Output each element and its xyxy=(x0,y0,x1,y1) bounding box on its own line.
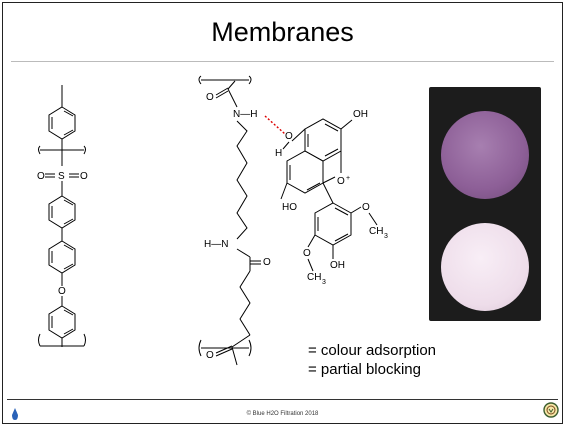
polysulfone-structure xyxy=(38,85,86,347)
clean-membrane-disc xyxy=(441,223,529,311)
title-divider xyxy=(11,61,554,62)
slide: Membranes xyxy=(2,2,563,424)
dye-hydroxyl-h-label: H xyxy=(275,148,282,159)
slide-title: Membranes xyxy=(211,17,354,47)
nylon-carbonyl-mid-o-label: O xyxy=(263,257,271,268)
stained-membrane-disc xyxy=(441,111,529,199)
sulfur-label: S xyxy=(58,171,65,182)
dye-hbond-oxygen-label: O xyxy=(285,131,293,142)
dye-methyl-left-subscript: 3 xyxy=(322,279,326,286)
nylon-nh-top-label: N—H xyxy=(233,109,257,120)
footer-divider xyxy=(7,399,558,400)
footer-copyright: © Blue H2O Filtration 2018 xyxy=(246,411,319,417)
nylon-carbonyl-bottom-o-label: O xyxy=(206,350,214,361)
dye-ring-oxygen-label: O xyxy=(337,176,345,187)
membrane-photo xyxy=(429,87,541,321)
legend-partial-blocking: = partial blocking xyxy=(308,361,421,378)
nylon-carbonyl-top-o-label: O xyxy=(206,92,214,103)
nylon-structure xyxy=(198,75,261,366)
water-drop-icon xyxy=(12,408,18,420)
sulfone-o-left-label: O xyxy=(37,171,45,182)
blue-h2o-logo-icon xyxy=(11,407,39,421)
dye-oh-left-label: HO xyxy=(282,202,297,213)
anthocyanin-dye-structure xyxy=(280,118,378,272)
dye-oh-top-right-label: OH xyxy=(353,109,368,120)
dye-positive-charge-label: + xyxy=(346,175,350,182)
chemical-structures-diagram: O S O O xyxy=(37,75,388,366)
dye-oh-bottom-label: OH xyxy=(330,260,345,271)
sulfone-o-right-label: O xyxy=(80,171,88,182)
legend-colour-adsorption: = colour adsorption xyxy=(308,342,436,359)
ether-oxygen-label: O xyxy=(58,286,66,297)
nylon-hn-bottom-label: H—N xyxy=(204,239,228,250)
hydrogen-bond-line xyxy=(264,115,286,135)
dye-methoxy-right-o-label: O xyxy=(362,202,370,213)
dye-methyl-right-label: CH xyxy=(369,226,383,237)
university-seal-icon xyxy=(543,402,559,418)
legend: = colour adsorption = partial blocking xyxy=(308,341,436,379)
dye-methyl-left-label: CH xyxy=(307,272,321,283)
dye-methoxy-left-o-label: O xyxy=(303,248,311,259)
dye-methyl-right-subscript: 3 xyxy=(384,233,388,240)
